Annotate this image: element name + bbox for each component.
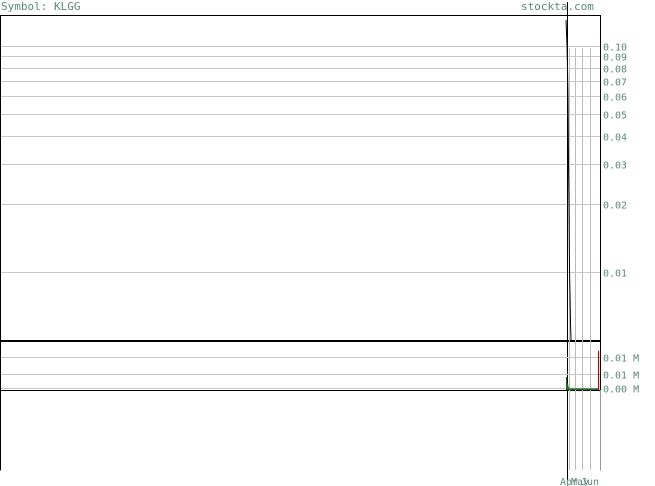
symbol-label: Symbol: KLGG [1, 0, 81, 13]
volume-tick-label-2: 0.00 M [603, 385, 639, 396]
volume-tick-label-1: 0.01 M [603, 371, 639, 382]
volume-bar-28 [595, 388, 598, 390]
price-segment-1 [565, 20, 568, 46]
volume-bar-2 [568, 386, 570, 390]
price-tick-label-0: 0.10 [603, 43, 627, 54]
volume-bar-1 [567, 383, 569, 390]
volume-bar-0 [566, 376, 568, 390]
price-series [565, 2, 572, 480]
price-tick-label-5: 0.05 [603, 111, 627, 122]
volume-bar-20 [587, 388, 589, 390]
volume-bar-10 [576, 388, 578, 390]
price-segment-7 [569, 271, 571, 294]
volume-tick-labels: 0.01 M 0.01 M 0.00 M [603, 354, 639, 396]
volume-bar-25 [592, 388, 594, 390]
volume-bar-18 [585, 388, 587, 390]
volume-panel-frame [0, 341, 601, 391]
volume-bar-19 [586, 388, 588, 390]
volume-bar-24 [591, 388, 593, 390]
volume-bar-13 [579, 388, 582, 390]
x-label-2: Jun [581, 477, 599, 486]
volume-bar-12 [578, 388, 580, 390]
volume-bar-14 [580, 388, 583, 390]
volume-bar-26 [593, 388, 595, 390]
price-tick-label-2: 0.08 [603, 65, 627, 76]
volume-bar-6 [572, 388, 574, 390]
volume-bar-23 [590, 388, 592, 390]
volume-bar-21 [588, 388, 590, 390]
volume-bar-30 [597, 350, 600, 390]
volume-bar-27 [594, 388, 596, 390]
price-segment-9 [570, 322, 572, 341]
price-tick-label-7: 0.03 [603, 161, 627, 172]
volume-grid [1, 357, 600, 389]
price-tick-label-9: 0.01 [603, 269, 627, 280]
x-label-0: Apr [560, 477, 578, 486]
price-segment-6 [568, 203, 570, 272]
price-tick-labels: 0.100.090.08 0.07 0.06 0.05 0.04 0.03 0.02 0.01 [603, 43, 627, 280]
x-label-1: May [571, 477, 589, 486]
volume-bar-4 [570, 388, 572, 390]
volume-tick-label-0: 0.01 M [603, 354, 639, 365]
volume-bar-11 [577, 388, 579, 390]
volume-bar-22 [589, 388, 591, 390]
site-label: stockta.com [521, 0, 594, 13]
price-tick-label-4: 0.06 [603, 93, 627, 104]
volume-bar-9 [575, 388, 577, 390]
volume-bar-16 [583, 388, 585, 390]
price-tick-label-3: 0.07 [603, 78, 627, 89]
volume-bar-7 [573, 388, 575, 390]
volume-bar-5 [571, 388, 573, 390]
price-tick-label-8: 0.02 [603, 201, 627, 212]
price-segment-5 [568, 164, 570, 204]
volume-bar-17 [584, 388, 586, 390]
price-tick-label-6: 0.04 [603, 133, 627, 144]
volume-bar-29 [596, 388, 599, 390]
volume-bar-15 [581, 388, 584, 390]
volume-bar-3 [569, 388, 571, 390]
price-tick-label-1: 0.09 [603, 53, 627, 64]
price-grid [1, 46, 600, 273]
price-panel-frame [0, 15, 601, 341]
volume-bars [566, 350, 600, 390]
price-segment-4 [567, 96, 569, 165]
volume-bar-8 [574, 388, 576, 390]
price-segment-8 [569, 293, 571, 323]
